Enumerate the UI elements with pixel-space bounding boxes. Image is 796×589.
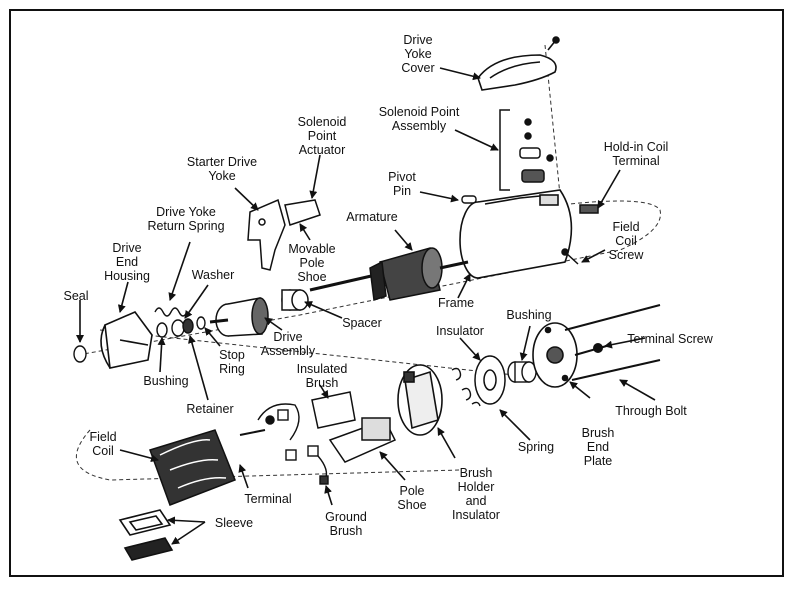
- label-sleeve: Sleeve: [214, 516, 254, 530]
- label-through-bolt: Through Bolt: [615, 404, 687, 418]
- armature-part: [309, 247, 469, 302]
- insulator-part: [474, 355, 506, 405]
- label-spring: Spring: [517, 440, 555, 454]
- spring-washer-group: [154, 307, 206, 338]
- label-armature: Armature: [346, 210, 398, 224]
- starter-drive-yoke-part: [247, 198, 321, 271]
- label-terminal-screw: Terminal Screw: [627, 332, 713, 346]
- leader-arrows: [76, 67, 656, 545]
- label-retainer: Retainer: [186, 402, 234, 416]
- insulated-brush-part: [311, 391, 356, 429]
- field-coil-part: [149, 415, 275, 506]
- label-frame: Frame: [437, 296, 475, 310]
- diagram-border: [9, 9, 784, 577]
- brushes-part: [257, 403, 329, 485]
- bushing-right-part: [507, 361, 537, 383]
- label-spacer: Spacer: [342, 316, 382, 330]
- pole-shoe-part: [328, 417, 397, 463]
- drive-end-housing-part: [100, 311, 153, 369]
- solenoid-point-assembly-part: [499, 109, 554, 191]
- label-insulator: Insulator: [436, 324, 484, 338]
- label-seal: Seal: [63, 289, 89, 303]
- label-washer: Washer: [191, 268, 235, 282]
- drive-assembly-part: [209, 297, 269, 337]
- brush-end-plate-part: [532, 322, 578, 388]
- field-coil-screw-part: [561, 248, 579, 265]
- brush-springs-part: [451, 367, 481, 407]
- label-terminal: Terminal: [244, 492, 292, 506]
- label-bushing-left: Bushing: [143, 374, 189, 388]
- assembly-centerlines: [75, 44, 661, 481]
- label-bushing-top: Bushing: [506, 308, 552, 322]
- pivot-pin-part: [461, 195, 477, 204]
- sleeve-part: [118, 509, 174, 561]
- drive-yoke-cover-part: [477, 36, 560, 91]
- brush-holder-part: [397, 364, 443, 436]
- frame-part: [459, 189, 573, 279]
- seal-part: [73, 345, 87, 363]
- hold-in-coil-terminal-part: [579, 204, 599, 214]
- spacer-part: [281, 289, 309, 311]
